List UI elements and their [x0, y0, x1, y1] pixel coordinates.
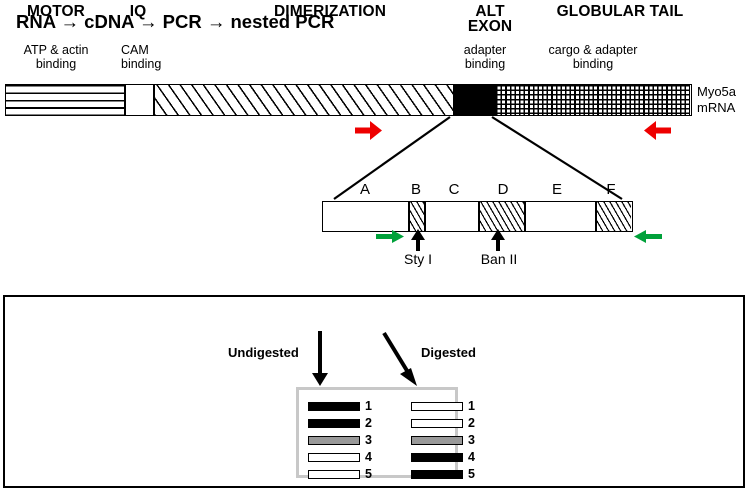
exon-letter-b: B — [410, 181, 421, 198]
ban-ii-pointer-arrow-icon — [491, 229, 505, 251]
branch-label-undigested: Undigested — [228, 345, 299, 360]
myo5a-mrna-domain-bar — [5, 84, 692, 116]
exon-divider-d-e — [524, 202, 526, 231]
mrna-label-line1: Myo5a — [697, 84, 737, 99]
exon-segment-f — [596, 202, 631, 231]
workflow-chain-text: RNA → cDNA → PCR → nested PCR — [16, 11, 335, 32]
gel-band-digested-1 — [411, 402, 463, 411]
gel-band-number-undigested-5: 5 — [365, 467, 372, 481]
sty-i-pointer-arrow-icon — [411, 229, 425, 251]
bar-divider-motor-iq — [124, 85, 126, 115]
gel-band-number-undigested-1: 1 — [365, 399, 372, 413]
exon-segment-b — [409, 202, 425, 231]
domain-title-globular-tail: GLOBULAR TAIL — [556, 3, 684, 20]
gel-band-number-digested-4: 4 — [468, 450, 475, 464]
exon-divider-b-c — [424, 202, 426, 231]
gel-band-digested-5 — [411, 470, 463, 479]
domain-subtitle-iq-line1: CAM — [121, 43, 149, 57]
restriction-site-label-sty-i: Sty I — [403, 251, 432, 267]
gel-band-digested-4 — [411, 453, 463, 462]
gel-band-undigested-4 — [308, 453, 360, 462]
bar-divider-iq-dimerization — [153, 85, 155, 115]
domain-subtitle-globular-tail-line2: binding — [572, 57, 614, 71]
gel-results-panel: 1 2 3 4 5 1 — [296, 387, 475, 481]
exon-segment-a — [323, 202, 409, 231]
domain-subtitle-alt-exon-line2: binding — [464, 57, 506, 71]
gel-band-undigested-3 — [308, 436, 360, 445]
gel-band-number-digested-1: 1 — [468, 399, 475, 413]
nested-reverse-primer-arrow-icon — [634, 230, 662, 243]
domain-subtitle-motor-line2: binding — [35, 57, 77, 71]
outer-reverse-primer-arrow-icon — [644, 121, 671, 140]
bar-segment-dimerization — [154, 85, 453, 115]
exon-letter-f: F — [606, 181, 616, 198]
exon-divider-c-d — [478, 202, 480, 231]
gel-band-number-undigested-4: 4 — [365, 450, 372, 464]
gel-band-number-undigested-2: 2 — [365, 416, 372, 430]
exon-letter-e: E — [551, 181, 562, 198]
exon-segment-e — [525, 202, 596, 231]
gel-band-number-digested-3: 3 — [468, 433, 475, 447]
bar-segment-iq — [125, 85, 154, 115]
bar-segment-alt-exon — [453, 85, 496, 115]
gel-band-digested-3 — [411, 436, 463, 445]
exon-segment-d — [479, 202, 525, 231]
domain-title-iq: IQ — [129, 3, 147, 20]
gel-band-undigested-2 — [308, 419, 360, 428]
domain-title-alt-exon-line2: EXON — [467, 18, 513, 35]
mrna-label: Myo5a mRNA — [697, 84, 736, 115]
restriction-site-label-ban-ii: Ban II — [480, 251, 518, 267]
exon-divider-e-f — [595, 202, 597, 231]
gel-band-undigested-5 — [308, 470, 360, 479]
domain-subtitle-motor-line1: ATP & actin — [23, 43, 89, 57]
bar-segment-globular-tail — [496, 85, 690, 115]
gel-band-number-digested-2: 2 — [468, 416, 475, 430]
gel-band-number-digested-5: 5 — [468, 467, 475, 481]
domain-subtitle-alt-exon-line1: adapter — [463, 43, 507, 57]
branch-label-digested: Digested — [421, 345, 476, 360]
gel-band-digested-2 — [411, 419, 463, 428]
exon-divider-a-b — [408, 202, 410, 231]
exon-letter-a: A — [359, 181, 370, 198]
bar-segment-motor — [6, 85, 125, 115]
mrna-label-line2: mRNA — [697, 99, 736, 115]
alt-exon-detail-bar — [322, 201, 633, 232]
exon-letter-c: C — [448, 181, 460, 198]
domain-title-alt-exon-line1: ALT — [475, 3, 505, 20]
domain-subtitle-iq-line2: binding — [121, 57, 162, 71]
domain-title-motor: MOTOR — [27, 3, 85, 20]
outer-forward-primer-arrow-icon — [355, 121, 382, 140]
gel-band-undigested-1 — [308, 402, 360, 411]
domain-subtitle-globular-tail-line1: cargo & adapter — [548, 43, 638, 57]
gel-band-number-undigested-3: 3 — [365, 433, 372, 447]
exon-segment-c — [425, 202, 479, 231]
exon-letter-d: D — [497, 181, 509, 198]
domain-title-dimerization: DIMERIZATION — [274, 3, 386, 20]
